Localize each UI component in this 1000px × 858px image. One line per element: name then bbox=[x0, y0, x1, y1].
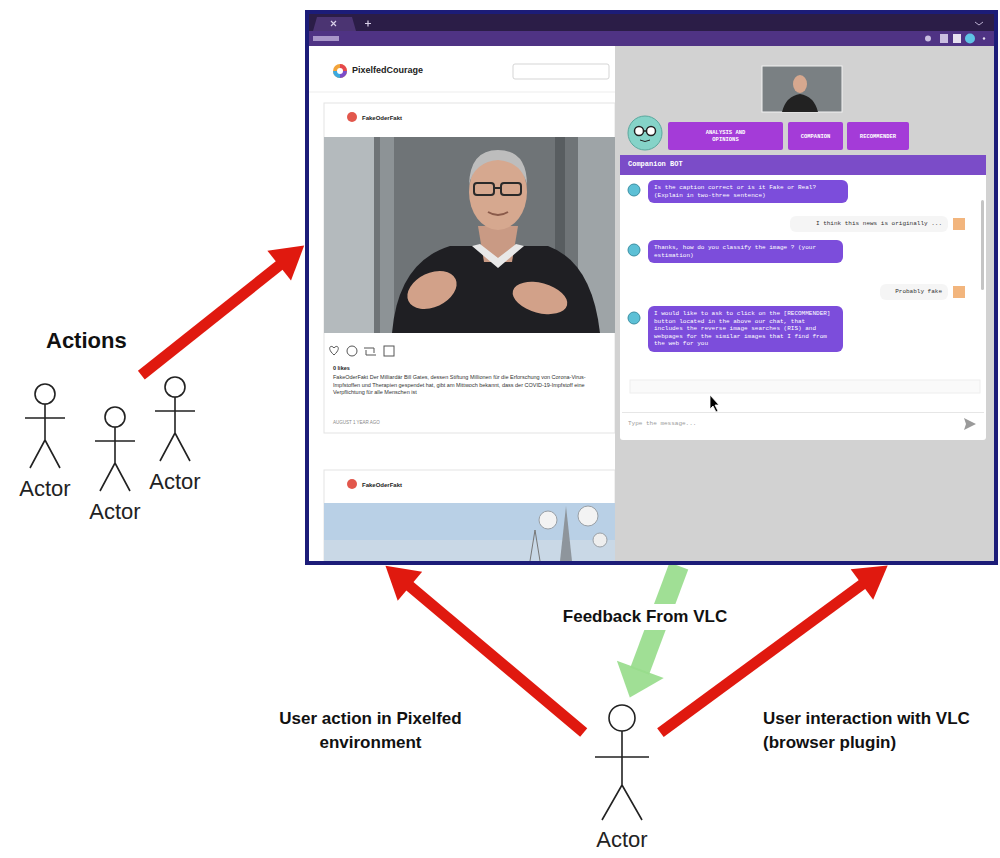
browser-chrome bbox=[309, 14, 994, 561]
bot-message-bubble: Thanks, how do you classify the image ? … bbox=[648, 240, 843, 263]
actor-figure: Actor bbox=[79, 407, 151, 524]
chat-title: Companion BOT bbox=[628, 160, 683, 169]
app-logo-text: PixelfedCourage bbox=[352, 65, 492, 76]
ui-button: COMPANION bbox=[788, 122, 843, 150]
post-date: AUGUST 1 YEAR AGO bbox=[333, 420, 453, 426]
message-text: Thanks, how do you classify the image ? … bbox=[654, 244, 837, 259]
arrow-connector bbox=[141, 246, 304, 376]
button-label: RECOMMENDER bbox=[860, 133, 896, 140]
edge-label: Feedback From VLC bbox=[545, 604, 745, 630]
actor-figure: Actor bbox=[139, 377, 211, 494]
message-input: Type the message... bbox=[622, 412, 984, 436]
post-username: FakeOderFakt bbox=[362, 481, 482, 489]
actor-label: Actor bbox=[149, 469, 200, 494]
user-message-bubble: I think this news is originally ... bbox=[790, 216, 948, 232]
post-caption: FakeOderFakt Der Milliardär Bill Gates, … bbox=[333, 374, 605, 397]
pixelfed-feed bbox=[309, 64, 615, 561]
edge-label: User action in Pixelfed environment bbox=[228, 706, 513, 756]
arrow-head bbox=[617, 661, 664, 698]
vlc-plugin-panel bbox=[615, 46, 994, 561]
button-label: ANALYSIS AND OPINIONS bbox=[696, 129, 755, 143]
message-text: Probably fake bbox=[886, 288, 942, 296]
browser-screenshot: PixelfedCourageFakeOderFakt0 likesFakeOd… bbox=[305, 10, 998, 565]
actor-label: Actor bbox=[89, 499, 140, 524]
ui-button: ANALYSIS AND OPINIONS bbox=[668, 122, 783, 150]
input-placeholder: Type the message... bbox=[628, 420, 978, 428]
button-label: COMPANION bbox=[801, 133, 831, 140]
message-text: I would like to ask to click on the [REC… bbox=[654, 310, 837, 348]
arrow-head bbox=[267, 246, 304, 281]
post-username: FakeOderFakt bbox=[362, 114, 482, 122]
actor-label: Actor bbox=[596, 827, 647, 852]
message-text: Is the caption correct or is it Fake or … bbox=[654, 184, 842, 199]
actor-figure: Actor bbox=[9, 384, 81, 501]
stick-figures bbox=[25, 377, 649, 820]
user-message-bubble: Probably fake bbox=[880, 284, 948, 300]
chat-window: Companion BOT Is the caption correct or i… bbox=[620, 155, 986, 440]
arrow-connector bbox=[617, 566, 679, 698]
arrow-head bbox=[851, 566, 888, 600]
like-count: 0 likes bbox=[333, 365, 413, 372]
edge-label: User interaction with VLC (browser plugi… bbox=[760, 706, 975, 756]
bot-message-bubble: I would like to ask to click on the [REC… bbox=[648, 306, 843, 352]
message-text: I think this news is originally ... bbox=[796, 220, 942, 228]
actor-label: Actor bbox=[19, 476, 70, 501]
arrow-head bbox=[385, 566, 422, 601]
arrow-shaft bbox=[141, 264, 280, 375]
edge-label: Actions bbox=[43, 325, 153, 358]
bot-message-bubble: Is the caption correct or is it Fake or … bbox=[648, 180, 848, 203]
ui-button: RECOMMENDER bbox=[847, 122, 909, 150]
actor-figure: Actor bbox=[586, 705, 658, 852]
